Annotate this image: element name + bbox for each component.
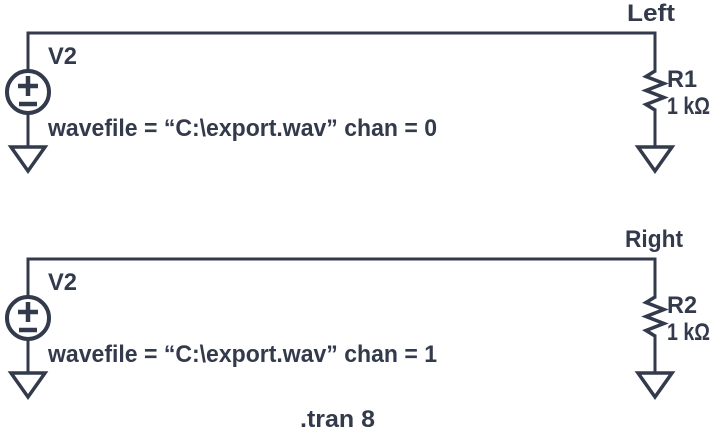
spice-directive: .tran 8 xyxy=(300,406,375,433)
net-label-right: Right xyxy=(625,226,683,253)
voltage-source-icon xyxy=(5,69,51,115)
plus-icon xyxy=(18,302,38,322)
source-param-text: wavefile = “C:\export.wav” chan = 0 xyxy=(47,115,437,142)
source-label: V2 xyxy=(48,43,77,70)
resistor-label: R2 xyxy=(667,292,697,319)
resistor-symbol-r1 xyxy=(641,69,669,112)
resistor-value: 1 kΩ xyxy=(667,93,710,120)
circuit-right-channel: V2 Right R2 1 kΩ wavefile = “C:\export.w… xyxy=(5,226,710,401)
source-param-text: wavefile = “C:\export.wav” chan = 1 xyxy=(47,341,437,368)
voltage-source-icon xyxy=(5,295,51,341)
wire-loop-bottom xyxy=(26,257,657,375)
ground-icon xyxy=(7,371,49,401)
ground-icon xyxy=(634,371,676,401)
source-label: V2 xyxy=(48,269,77,296)
circuit-left-channel: V2 Left R1 1 kΩ wavefile = “C:\export.wa… xyxy=(5,0,710,175)
ground-icon xyxy=(634,145,676,175)
resistor-symbol-r2 xyxy=(641,295,669,338)
ground-icon xyxy=(7,145,49,175)
resistor-value: 1 kΩ xyxy=(667,319,710,346)
resistor-label: R1 xyxy=(667,66,697,93)
wire-loop-top xyxy=(26,31,657,149)
plus-icon xyxy=(18,76,38,96)
net-label-left: Left xyxy=(627,0,675,27)
